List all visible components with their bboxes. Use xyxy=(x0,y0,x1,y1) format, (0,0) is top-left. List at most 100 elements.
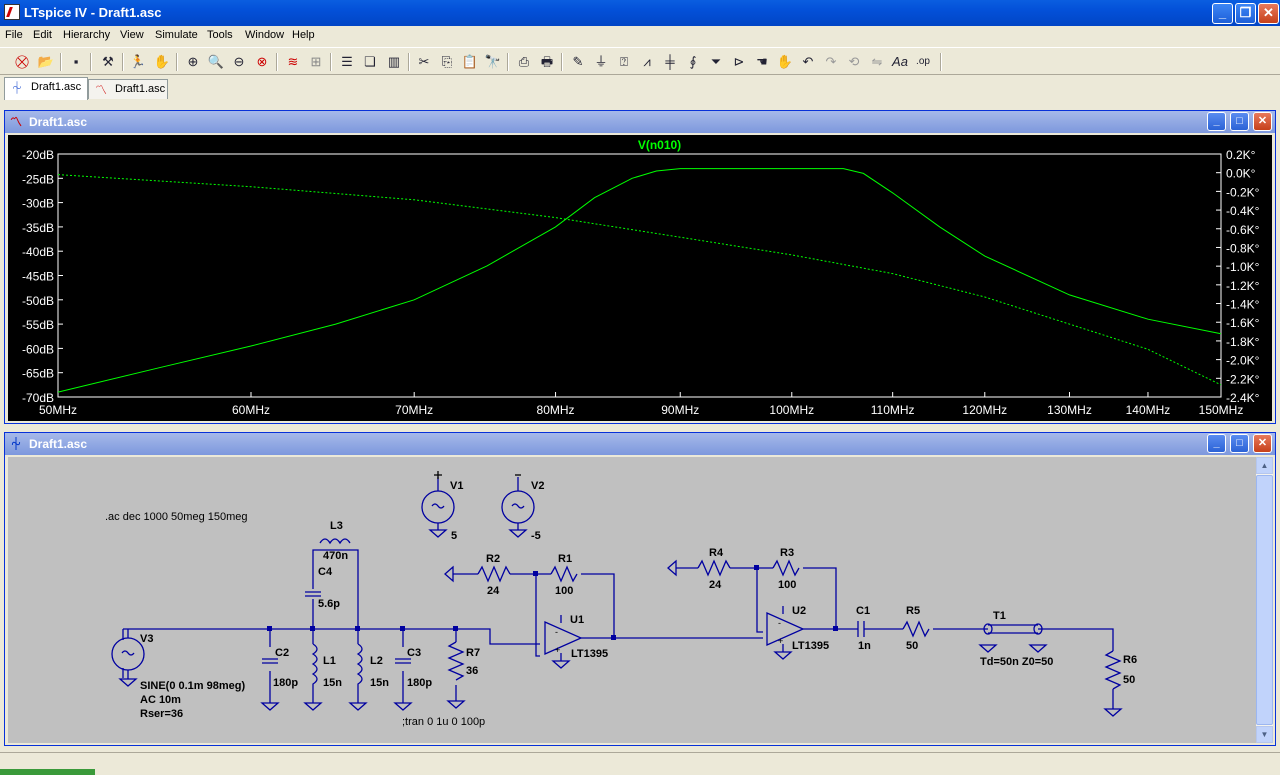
capacitor-icon[interactable]: ╪ xyxy=(665,54,675,69)
R2-resistor[interactable] xyxy=(444,565,511,583)
U2-plus: + xyxy=(778,636,783,646)
control-panel-icon[interactable]: ⚒ xyxy=(102,54,114,69)
fit-icon[interactable]: ⊞ xyxy=(310,54,322,69)
waveform-maximize-button[interactable]: □ xyxy=(1230,112,1249,131)
L1-label: L1 xyxy=(323,655,336,667)
tab-schematic[interactable]: ⏆ Draft1.asc xyxy=(4,77,88,100)
label-net-icon[interactable]: ⍰ xyxy=(620,54,628,69)
rotate-icon[interactable]: ⟲ xyxy=(848,54,860,69)
L1-inductor[interactable] xyxy=(303,643,323,711)
paste-icon[interactable]: 📋 xyxy=(461,54,479,69)
diode-icon[interactable]: ⏷ xyxy=(710,54,722,69)
R5-resistor[interactable] xyxy=(902,620,930,638)
mirror-icon[interactable]: ⇋ xyxy=(871,54,883,69)
y-tick-label-left: -65dB xyxy=(22,367,54,381)
C2-capacitor[interactable] xyxy=(260,658,280,711)
inductor-icon[interactable]: ∮ xyxy=(689,54,697,69)
status-bar xyxy=(0,752,1280,775)
C3-capacitor[interactable] xyxy=(393,658,413,711)
schematic-vertical-scrollbar[interactable]: ▲ ▼ xyxy=(1256,457,1273,743)
tile-horizontal-icon[interactable]: ☰ xyxy=(341,54,353,69)
C1-value: 1n xyxy=(858,640,871,652)
schematic-icon: ⏆ xyxy=(11,81,24,95)
R3-resistor[interactable] xyxy=(772,559,800,577)
menu-hierarchy[interactable]: Hierarchy xyxy=(63,29,111,41)
scroll-down-button[interactable]: ▼ xyxy=(1256,726,1273,743)
V2-label: V2 xyxy=(531,480,544,492)
app-title: LTspice IV - Draft1.asc xyxy=(24,5,162,20)
open-schematic-icon[interactable]: ⛒ xyxy=(15,54,29,69)
L2-inductor[interactable] xyxy=(348,643,368,711)
copy-icon[interactable]: ⎘ xyxy=(441,54,453,69)
cut-icon[interactable]: ✂ xyxy=(418,54,430,69)
save-icon[interactable]: ▪ xyxy=(73,54,79,69)
zoom-out-icon[interactable]: ⊖ xyxy=(233,54,245,69)
find-icon[interactable]: 🔭 xyxy=(484,54,502,69)
text-icon[interactable]: Aa xyxy=(892,54,908,69)
tab-label: Draft1.asc xyxy=(31,81,82,93)
zoom-cancel-icon[interactable]: ⊗ xyxy=(256,54,268,69)
C1-capacitor[interactable] xyxy=(857,621,865,637)
resistor-icon[interactable]: ⩘ xyxy=(643,54,651,69)
V3-source[interactable] xyxy=(111,629,145,687)
schematic-window-title: Draft1.asc xyxy=(29,437,88,451)
close-button[interactable]: ✕ xyxy=(1258,3,1279,24)
waveform-close-button[interactable]: ✕ xyxy=(1253,112,1272,131)
series-magnitude-line xyxy=(57,168,1222,393)
zoom-pan-icon[interactable]: 🔍 xyxy=(207,54,225,69)
V2-source[interactable] xyxy=(501,474,535,538)
menu-tools[interactable]: Tools xyxy=(207,29,233,41)
menu-view[interactable]: View xyxy=(120,29,144,41)
drag-icon[interactable]: ✋ xyxy=(776,54,794,69)
draw-wire-icon[interactable]: ✎ xyxy=(572,54,584,69)
R1-resistor[interactable] xyxy=(550,565,578,583)
schematic-maximize-button[interactable]: □ xyxy=(1230,434,1249,453)
menu-simulate[interactable]: Simulate xyxy=(155,29,198,41)
autorange-icon[interactable]: ≋ xyxy=(287,54,299,69)
schematic-close-button[interactable]: ✕ xyxy=(1253,434,1272,453)
schematic-canvas[interactable]: .ac dec 1000 50meg 150meg ;tran 0 1u 0 1… xyxy=(8,457,1258,743)
minimize-button[interactable]: _ xyxy=(1212,3,1233,24)
C1-label: C1 xyxy=(856,605,870,617)
scroll-thumb[interactable] xyxy=(1256,475,1273,725)
zoom-in-icon[interactable]: ⊕ xyxy=(187,54,199,69)
tile-vertical-icon[interactable]: ▥ xyxy=(387,54,401,69)
R6-resistor[interactable] xyxy=(1103,650,1123,717)
T1-tline[interactable] xyxy=(978,623,1048,653)
component-icon[interactable]: ⊳ xyxy=(733,54,745,69)
move-icon[interactable]: ☚ xyxy=(756,54,768,69)
restore-button[interactable]: ❐ xyxy=(1235,3,1256,24)
y-tick-label-right: -2.4K° xyxy=(1226,391,1260,405)
halt-icon[interactable]: ✋ xyxy=(153,54,171,69)
cascade-icon[interactable]: ❏ xyxy=(364,54,376,69)
open-file-icon[interactable]: 📂 xyxy=(37,54,55,69)
schematic-minimize-button[interactable]: _ xyxy=(1207,434,1226,453)
C4-capacitor[interactable] xyxy=(305,591,321,597)
print-setup-icon[interactable]: ⎙ xyxy=(518,54,530,69)
U1-opamp[interactable] xyxy=(544,615,583,669)
scroll-up-button[interactable]: ▲ xyxy=(1256,457,1273,474)
y-tick-label-left: -20dB xyxy=(22,148,54,162)
undo-icon[interactable]: ↶ xyxy=(802,54,814,69)
spice-directive-icon[interactable]: .op xyxy=(916,56,930,67)
U2-minus: - xyxy=(778,618,781,628)
waveform-minimize-button[interactable]: _ xyxy=(1207,112,1226,131)
waveform-plot-area[interactable]: V(n010)-20dB-25dB-30dB-35dB-40dB-45dB-50… xyxy=(8,135,1272,421)
tab-waveform[interactable]: 〽 Draft1.asc xyxy=(88,79,168,99)
ground-icon[interactable]: ⏚ xyxy=(594,54,608,69)
menu-edit[interactable]: Edit xyxy=(33,29,52,41)
U2-opamp[interactable] xyxy=(766,606,805,660)
redo-icon[interactable]: ↷ xyxy=(825,54,837,69)
U1-minus: - xyxy=(555,627,558,637)
menu-help[interactable]: Help xyxy=(292,29,315,41)
R7-resistor[interactable] xyxy=(446,641,466,709)
U1-plus: + xyxy=(555,645,560,655)
y-tick-label-right: -2.0K° xyxy=(1226,354,1260,368)
V1-source[interactable] xyxy=(421,471,455,538)
R4-resistor[interactable] xyxy=(667,559,731,577)
L3-inductor[interactable] xyxy=(319,538,351,545)
menu-file[interactable]: File xyxy=(5,29,23,41)
print-icon[interactable]: 🖶 xyxy=(540,54,554,69)
menu-window[interactable]: Window xyxy=(245,29,285,41)
run-icon[interactable]: 🏃 xyxy=(129,54,147,69)
